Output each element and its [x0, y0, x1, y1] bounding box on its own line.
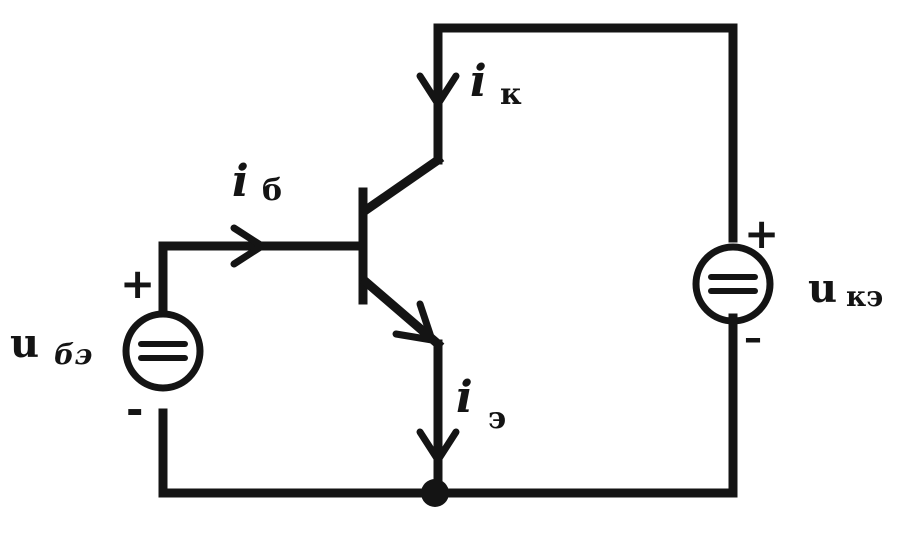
base-current-label: i б: [232, 156, 282, 208]
base-input-wire: [158, 241, 365, 312]
transistor-emitter-lead: [359, 275, 445, 351]
emitter-current-subscript: э: [488, 401, 506, 436]
emitter-current-symbol: i: [456, 372, 473, 423]
collector-voltage-source: [692, 243, 774, 325]
base-voltage-label: u бэ: [10, 320, 92, 371]
emitter-current-arrow-icon: [416, 428, 460, 464]
base-minus-sign: -: [126, 385, 143, 434]
circuit-wires: [158, 23, 738, 498]
collector-return-wire: [433, 23, 738, 243]
base-voltage-subscript: бэ: [54, 338, 92, 371]
base-wire: [158, 313, 738, 498]
collector-voltage-subscript: кэ: [846, 280, 883, 313]
base-voltage-source: [122, 310, 204, 392]
collector-current-arrow-icon: [416, 72, 460, 108]
base-plus-sign: +: [120, 259, 155, 308]
emitter-arrow-icon: [392, 300, 436, 344]
base-source-ring: [122, 310, 204, 392]
bipolar-transistor: [358, 153, 445, 351]
collector-minus-sign: –: [744, 318, 762, 359]
collector-current-label: i к: [470, 56, 522, 112]
base-current-arrow-icon: [230, 224, 266, 268]
collector-current-subscript: к: [500, 77, 522, 112]
base-current-subscript: б: [262, 173, 282, 208]
base-current-symbol: i: [232, 156, 249, 207]
collector-voltage-label: u кэ: [808, 265, 883, 313]
collector-current-symbol: i: [470, 56, 487, 107]
emitter-current-label: i э: [456, 372, 506, 436]
base-voltage-symbol: u: [10, 320, 39, 367]
collector-voltage-symbol: u: [808, 265, 837, 312]
transistor-collector-lead: [359, 153, 445, 217]
collector-plus-sign: +: [744, 209, 779, 258]
collector-source-ring: [692, 243, 774, 325]
ground-junction-node: [421, 479, 449, 507]
